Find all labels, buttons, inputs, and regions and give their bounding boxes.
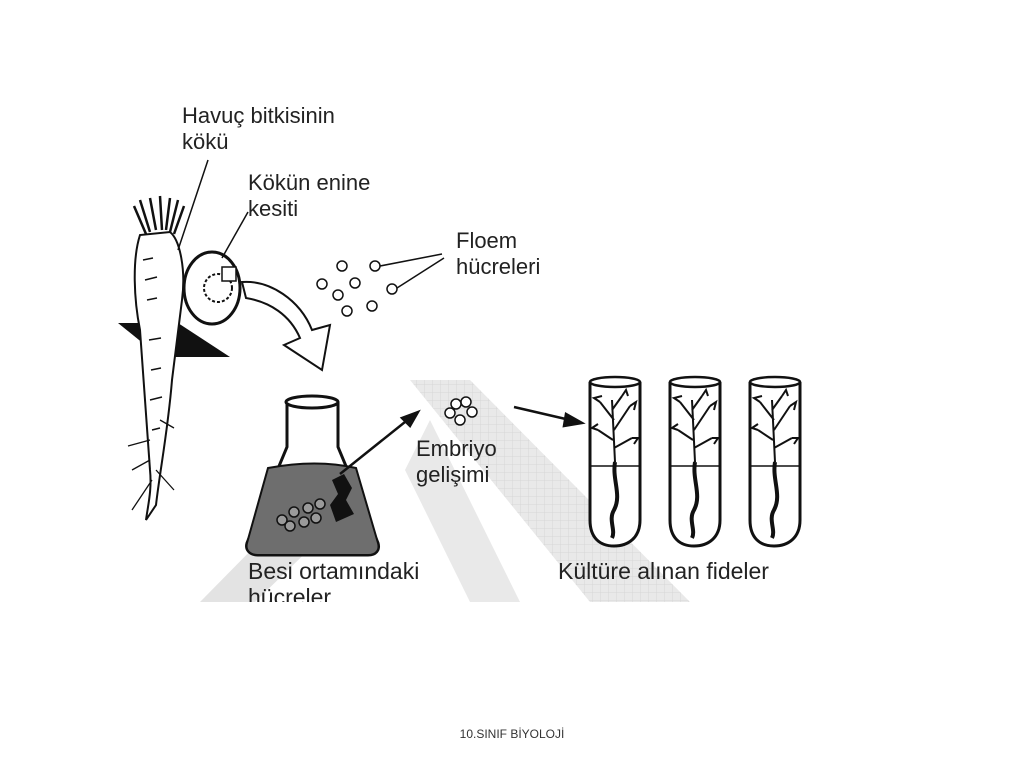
embryo-label-line2: gelişimi (416, 462, 490, 487)
test-tube-3 (748, 375, 802, 548)
medium-cells-label-line1: Besi ortamındaki (248, 558, 420, 584)
carrot-root-label: Havuç bitkisinin kökü (182, 103, 335, 155)
slide-footer: 10.SINIF BİYOLOJİ (459, 727, 565, 741)
medium-cells-label-line2: hücreler (248, 584, 332, 602)
process-arrows (339, 405, 586, 475)
embryo-label-line1: Embriyo (416, 436, 497, 461)
phloem-cells-label: Floem hücreleri (456, 228, 540, 280)
embryo-illustration (444, 396, 478, 426)
phloem-cells-label-line1: Floem (456, 228, 518, 253)
embryo-label: Embriyo gelişimi (416, 436, 497, 488)
test-tube-2 (668, 375, 722, 548)
cross-section-label-line2: kesiti (248, 196, 299, 221)
test-tube-1 (588, 375, 642, 548)
cross-section-label-line1: Kökün enine (248, 170, 371, 195)
cultured-seedlings-label: Kültüre alınan fideler (558, 558, 769, 584)
carrot-root-label-line2: kökü (182, 129, 229, 154)
culture-flask (245, 394, 380, 557)
carrot-root-illustration (118, 159, 230, 521)
medium-cells-label: Besi ortamındaki hücreler (248, 558, 419, 602)
phloem-cells-label-line2: hücreleri (456, 254, 541, 279)
carrot-root-label-line1: Havuç bitkisinin (182, 103, 335, 128)
cross-section-label: Kökün enine kesiti (248, 170, 370, 222)
phloem-cells (316, 253, 445, 317)
cross-section-illustration (182, 211, 332, 372)
